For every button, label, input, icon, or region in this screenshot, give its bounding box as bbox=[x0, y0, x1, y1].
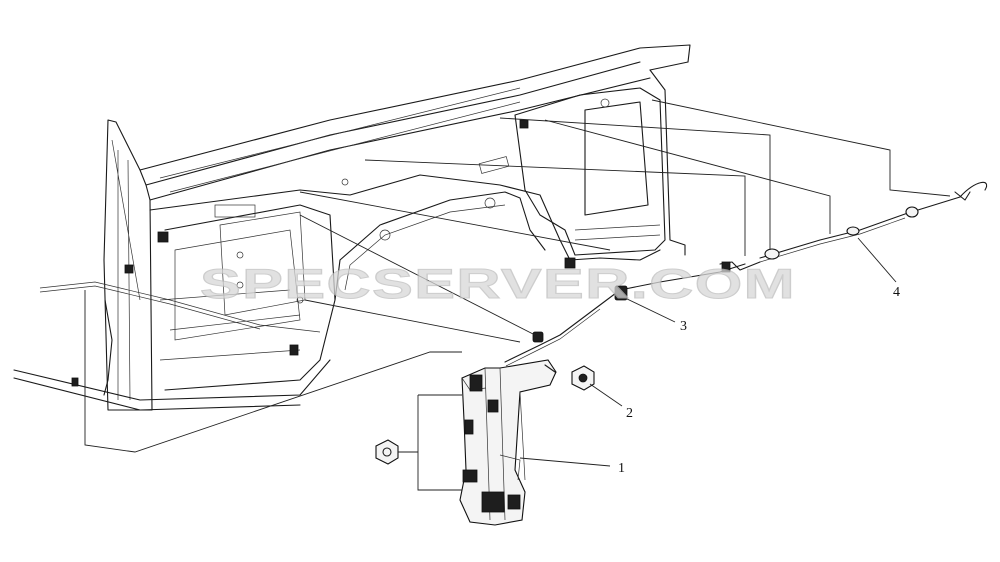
watermark: SPECSERVER.COM bbox=[200, 260, 796, 307]
part-2-nut bbox=[375, 365, 595, 465]
cab-frame bbox=[13, 44, 691, 411]
callout-3: 3 bbox=[680, 319, 687, 334]
part-1-bracket bbox=[459, 359, 557, 526]
callout-leaders bbox=[519, 237, 897, 467]
part-3-cable bbox=[504, 261, 761, 367]
callout-1: 1 bbox=[618, 461, 625, 476]
assembly-guide-lines bbox=[84, 99, 951, 491]
callout-2: 2 bbox=[626, 406, 633, 421]
callout-4: 4 bbox=[893, 285, 900, 300]
part-4-rod bbox=[759, 181, 988, 263]
